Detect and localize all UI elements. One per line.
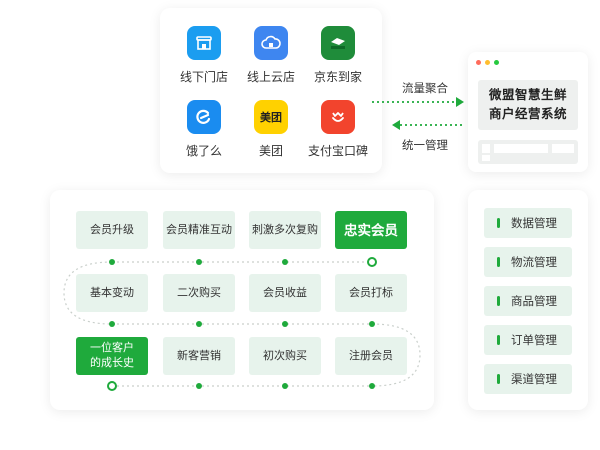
mgmt-item-channels: 渠道管理 bbox=[484, 364, 572, 394]
minimize-dot bbox=[485, 60, 490, 65]
channel-offline-store: 线下门店 bbox=[167, 26, 241, 85]
meituan-icon-text: 美团 bbox=[260, 112, 282, 124]
channel-eleme: 饿了么 bbox=[167, 100, 241, 159]
aggregation-arrowhead bbox=[456, 97, 464, 107]
koubei-icon bbox=[321, 100, 355, 134]
channel-label: 京东到家 bbox=[313, 70, 362, 84]
unified-management-label: 统一管理 bbox=[402, 140, 448, 152]
path-end-node bbox=[367, 257, 377, 267]
mgmt-item-label: 订单管理 bbox=[511, 335, 557, 347]
channel-koubei: 支付宝口碑 bbox=[301, 100, 375, 159]
mgmt-item-orders: 订单管理 bbox=[484, 325, 572, 355]
mgmt-item-label: 商品管理 bbox=[511, 296, 557, 308]
channel-label: 线上云店 bbox=[246, 70, 295, 84]
path-node bbox=[196, 383, 202, 389]
traffic-aggregation-label: 流量聚合 bbox=[402, 83, 448, 95]
path-node bbox=[282, 383, 288, 389]
system-placeholder-bar bbox=[478, 140, 578, 164]
channel-jd-daojia: 京东到家 bbox=[301, 26, 375, 85]
mgmt-item-label: 数据管理 bbox=[511, 218, 557, 230]
mgmt-item-products: 商品管理 bbox=[484, 286, 572, 316]
management-arrowhead bbox=[392, 120, 400, 130]
mgmt-item-label: 物流管理 bbox=[511, 257, 557, 269]
path-node bbox=[196, 321, 202, 327]
stage-basic-change: 基本变动 bbox=[76, 274, 148, 312]
connector-arrows bbox=[372, 97, 464, 130]
channel-meituan: 美团 美团 bbox=[234, 100, 308, 159]
management-card: 数据管理 物流管理 商品管理 订单管理 渠道管理 bbox=[468, 190, 588, 410]
stage-member-tagging: 会员打标 bbox=[335, 274, 407, 312]
path-start-node bbox=[107, 381, 117, 391]
channel-label: 饿了么 bbox=[185, 144, 222, 158]
path-node bbox=[369, 321, 375, 327]
maximize-dot bbox=[494, 60, 499, 65]
stage-loyal-member: 忠实会员 bbox=[335, 211, 407, 249]
bullet-bar bbox=[497, 296, 500, 306]
stage-second-purchase: 二次购买 bbox=[163, 274, 235, 312]
path-curve-right bbox=[371, 323, 421, 387]
path-node bbox=[109, 259, 115, 265]
bullet-bar bbox=[497, 335, 500, 345]
member-growth-card: 会员升级 会员精准互动 刺激多次复购 忠实会员 基本变动 二次购买 会员收益 会… bbox=[50, 190, 434, 410]
window-controls bbox=[476, 60, 499, 65]
channel-label: 美团 bbox=[258, 144, 283, 158]
channel-label: 支付宝口碑 bbox=[307, 144, 368, 158]
path-node bbox=[109, 321, 115, 327]
system-title-line1: 微盟智慧生鲜 bbox=[488, 88, 567, 102]
meituan-icon: 美团 bbox=[254, 100, 288, 134]
bullet-bar bbox=[497, 374, 500, 384]
bullet-bar bbox=[497, 257, 500, 267]
channels-card: 线下门店 线上云店 京东到家 饿了么 美团 美团 支付宝口碑 bbox=[160, 8, 382, 173]
stage-member-revenue: 会员收益 bbox=[249, 274, 321, 312]
close-dot bbox=[476, 60, 481, 65]
eleme-icon bbox=[187, 100, 221, 134]
stage-register-member: 注册会员 bbox=[335, 337, 407, 375]
system-window: 微盟智慧生鲜 商户经营系统 bbox=[468, 52, 588, 172]
path-node bbox=[282, 259, 288, 265]
path-node bbox=[196, 259, 202, 265]
path-curve-left bbox=[63, 261, 113, 325]
path-node bbox=[369, 383, 375, 389]
growth-history-label: 一位客户的成长史 bbox=[90, 342, 134, 369]
stage-new-customer-marketing: 新客营销 bbox=[163, 337, 235, 375]
system-title: 微盟智慧生鲜 商户经营系统 bbox=[478, 80, 578, 130]
mgmt-item-data: 数据管理 bbox=[484, 208, 572, 238]
path-node bbox=[282, 321, 288, 327]
mgmt-item-logistics: 物流管理 bbox=[484, 247, 572, 277]
jd-daojia-icon bbox=[321, 26, 355, 60]
store-icon bbox=[187, 26, 221, 60]
stage-precise-interaction: 会员精准互动 bbox=[163, 211, 235, 249]
mgmt-item-label: 渠道管理 bbox=[511, 374, 557, 386]
stage-customer-growth-history: 一位客户的成长史 bbox=[76, 337, 148, 375]
channel-label: 线下门店 bbox=[179, 70, 228, 84]
cloud-store-icon bbox=[254, 26, 288, 60]
bullet-bar bbox=[497, 218, 500, 228]
system-title-line2: 商户经营系统 bbox=[488, 107, 567, 121]
stage-first-purchase: 初次购买 bbox=[249, 337, 321, 375]
growth-path bbox=[63, 261, 421, 387]
stage-member-upgrade: 会员升级 bbox=[76, 211, 148, 249]
stage-repeat-purchase: 刺激多次复购 bbox=[249, 211, 321, 249]
channel-online-store: 线上云店 bbox=[234, 26, 308, 85]
